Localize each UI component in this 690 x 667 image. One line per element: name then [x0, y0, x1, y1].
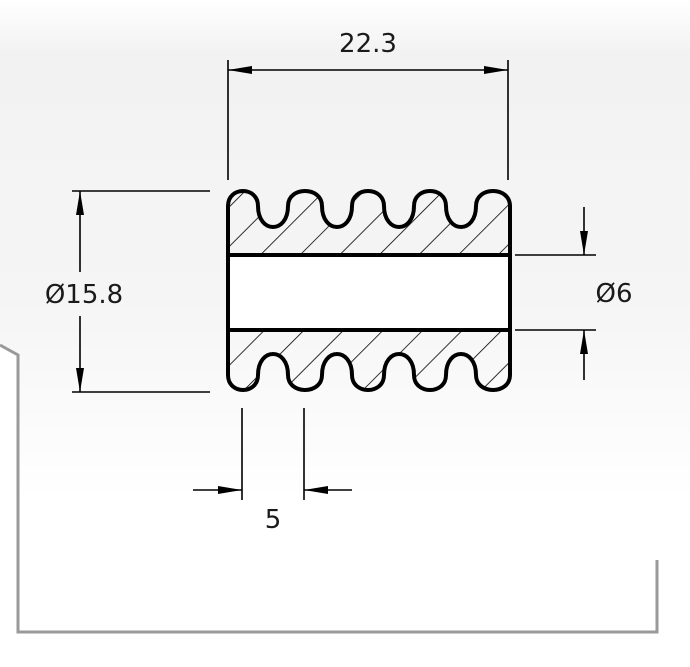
dimension-outer-diameter: Ø15.8 [45, 190, 210, 393]
arrowhead [580, 231, 588, 255]
pitch-label: 5 [265, 505, 282, 535]
arrowhead [218, 486, 242, 494]
section-top-hatched [226, 189, 512, 257]
section-bottom-hatched [226, 328, 512, 392]
dimension-pitch: 5 [193, 408, 352, 535]
outer-diameter-label: Ø15.8 [45, 280, 123, 310]
dimension-overall-length: 22.3 [227, 29, 509, 180]
arrowhead [304, 486, 328, 494]
inner-diameter-label: Ø6 [595, 279, 632, 309]
sheet-border [0, 343, 659, 634]
arrowhead [76, 368, 84, 392]
arrowhead [484, 66, 508, 74]
arrowhead [580, 330, 588, 354]
overall-length-label: 22.3 [339, 29, 397, 59]
arrowhead [76, 191, 84, 215]
bore [226, 253, 512, 332]
dimension-inner-diameter: Ø6 [515, 207, 633, 380]
arrowhead [228, 66, 252, 74]
